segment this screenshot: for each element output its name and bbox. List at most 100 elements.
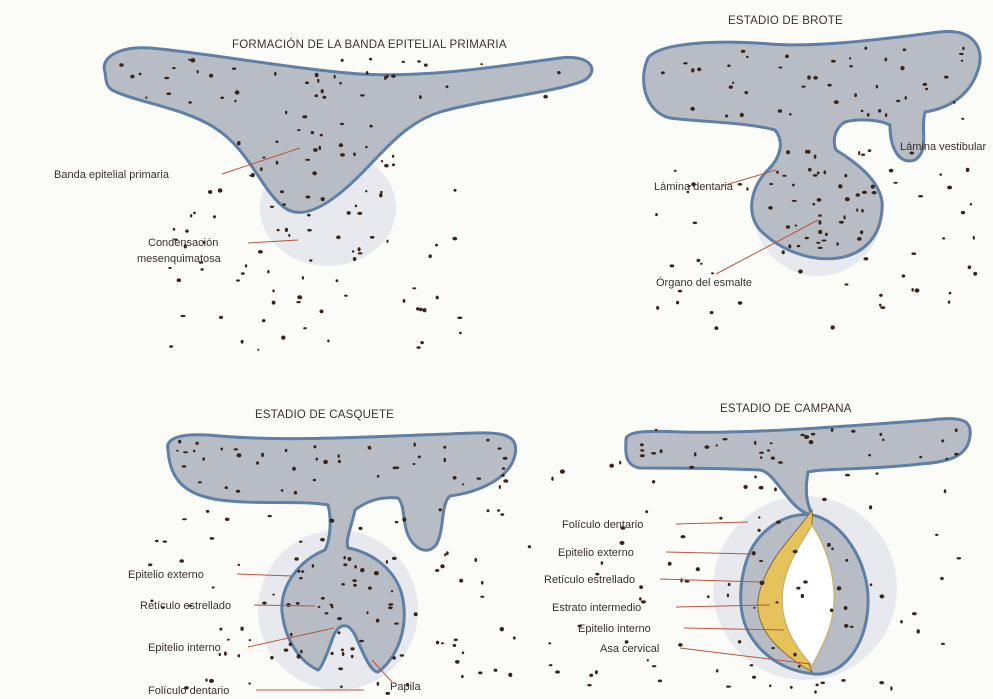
cell-dot [208, 190, 212, 194]
cell-dot [803, 580, 808, 583]
cell-dot [885, 113, 887, 117]
cell-dot [321, 197, 325, 201]
cell-dot [704, 445, 709, 449]
cell-dot [834, 100, 839, 104]
cell-dot [778, 461, 783, 464]
cell-dot [305, 82, 309, 85]
cell-dot [700, 263, 703, 265]
cell-dot [317, 79, 319, 83]
cell-dot [148, 563, 152, 566]
cell-dot [809, 440, 814, 444]
cell-dot [227, 639, 230, 641]
cell-dot [681, 535, 686, 538]
cell-dot [869, 505, 872, 509]
cell-dot [918, 195, 923, 197]
label-foliculo-dentario: Folículo dentario [148, 685, 229, 697]
cell-dot [555, 670, 560, 673]
cell-dot [210, 537, 215, 540]
cell-dot [257, 349, 259, 351]
cell-dot [337, 617, 342, 620]
cell-dot [880, 306, 885, 309]
cell-dot [639, 585, 643, 589]
cell-dot [198, 481, 202, 483]
cell-dot [376, 619, 380, 623]
cell-dot [861, 154, 865, 156]
cell-dot [813, 76, 818, 80]
cell-dot [374, 571, 379, 575]
cell-dot [925, 88, 928, 90]
cell-dot [880, 594, 885, 598]
cell-dot [443, 446, 446, 449]
cell-dot [817, 172, 820, 175]
cell-dot [190, 58, 195, 62]
cell-dot [435, 244, 438, 247]
cell-dot [339, 82, 342, 85]
cell-dot [792, 200, 797, 202]
cell-dot [350, 647, 354, 650]
cell-dot [786, 225, 790, 229]
cell-dot [738, 301, 743, 304]
cell-dot [205, 679, 207, 682]
cell-dot [439, 508, 442, 511]
label-reticulo-estrellado: Retículo estrellado [544, 574, 635, 586]
cell-dot [414, 612, 418, 616]
cell-dot [670, 264, 675, 267]
cell-dot [660, 449, 663, 453]
cell-dot [366, 611, 368, 614]
cell-dot [870, 583, 873, 586]
cell-dot [811, 433, 815, 436]
cell-dot [758, 516, 760, 518]
cell-dot [941, 643, 945, 645]
cell-dot [384, 164, 389, 168]
cell-dot [549, 664, 553, 666]
cell-dot [302, 276, 304, 280]
cell-dot [402, 61, 405, 63]
cell-dot [323, 460, 328, 464]
cell-dot [322, 96, 326, 99]
cell-dot [503, 457, 508, 460]
cell-dot [639, 597, 642, 600]
cell-dot [678, 290, 682, 293]
cell-dot [746, 56, 749, 58]
cell-dot [727, 64, 730, 67]
cell-dot [867, 113, 870, 117]
cell-dot [961, 118, 964, 120]
cell-dot [294, 557, 299, 561]
cell-dot [957, 557, 962, 559]
cell-dot [461, 675, 464, 678]
cell-dot [740, 113, 744, 117]
cell-dot [185, 230, 189, 233]
cell-dot [719, 517, 722, 520]
cell-dot [774, 487, 777, 491]
cell-dot [202, 457, 205, 461]
cell-dot [300, 650, 303, 653]
cell-dot [369, 58, 372, 61]
cell-dot [280, 190, 284, 193]
cell-dot [656, 306, 659, 310]
cell-dot [206, 510, 210, 513]
cell-dot [497, 509, 500, 511]
cell-dot [697, 68, 701, 72]
cell-dot [944, 76, 949, 79]
cell-dot [296, 602, 300, 605]
cell-dot [320, 310, 324, 314]
cell-dot [818, 220, 821, 224]
cell-dot [297, 129, 300, 131]
cell-dot [694, 452, 697, 456]
cell-dot [935, 534, 938, 536]
cell-dot [778, 67, 782, 69]
cell-dot [299, 541, 302, 543]
cell-dot [771, 647, 775, 649]
cell-dot [878, 109, 881, 113]
cell-dot [251, 173, 255, 177]
cell-dot [284, 649, 289, 652]
cell-dot [358, 247, 361, 251]
cell-dot [954, 453, 958, 456]
cell-dot [714, 326, 718, 330]
cell-dot [900, 66, 904, 70]
cell-dot [366, 71, 369, 75]
cell-dot [850, 626, 854, 628]
cell-dot [321, 597, 325, 600]
cell-dot [939, 173, 942, 175]
cell-dot [315, 94, 319, 97]
